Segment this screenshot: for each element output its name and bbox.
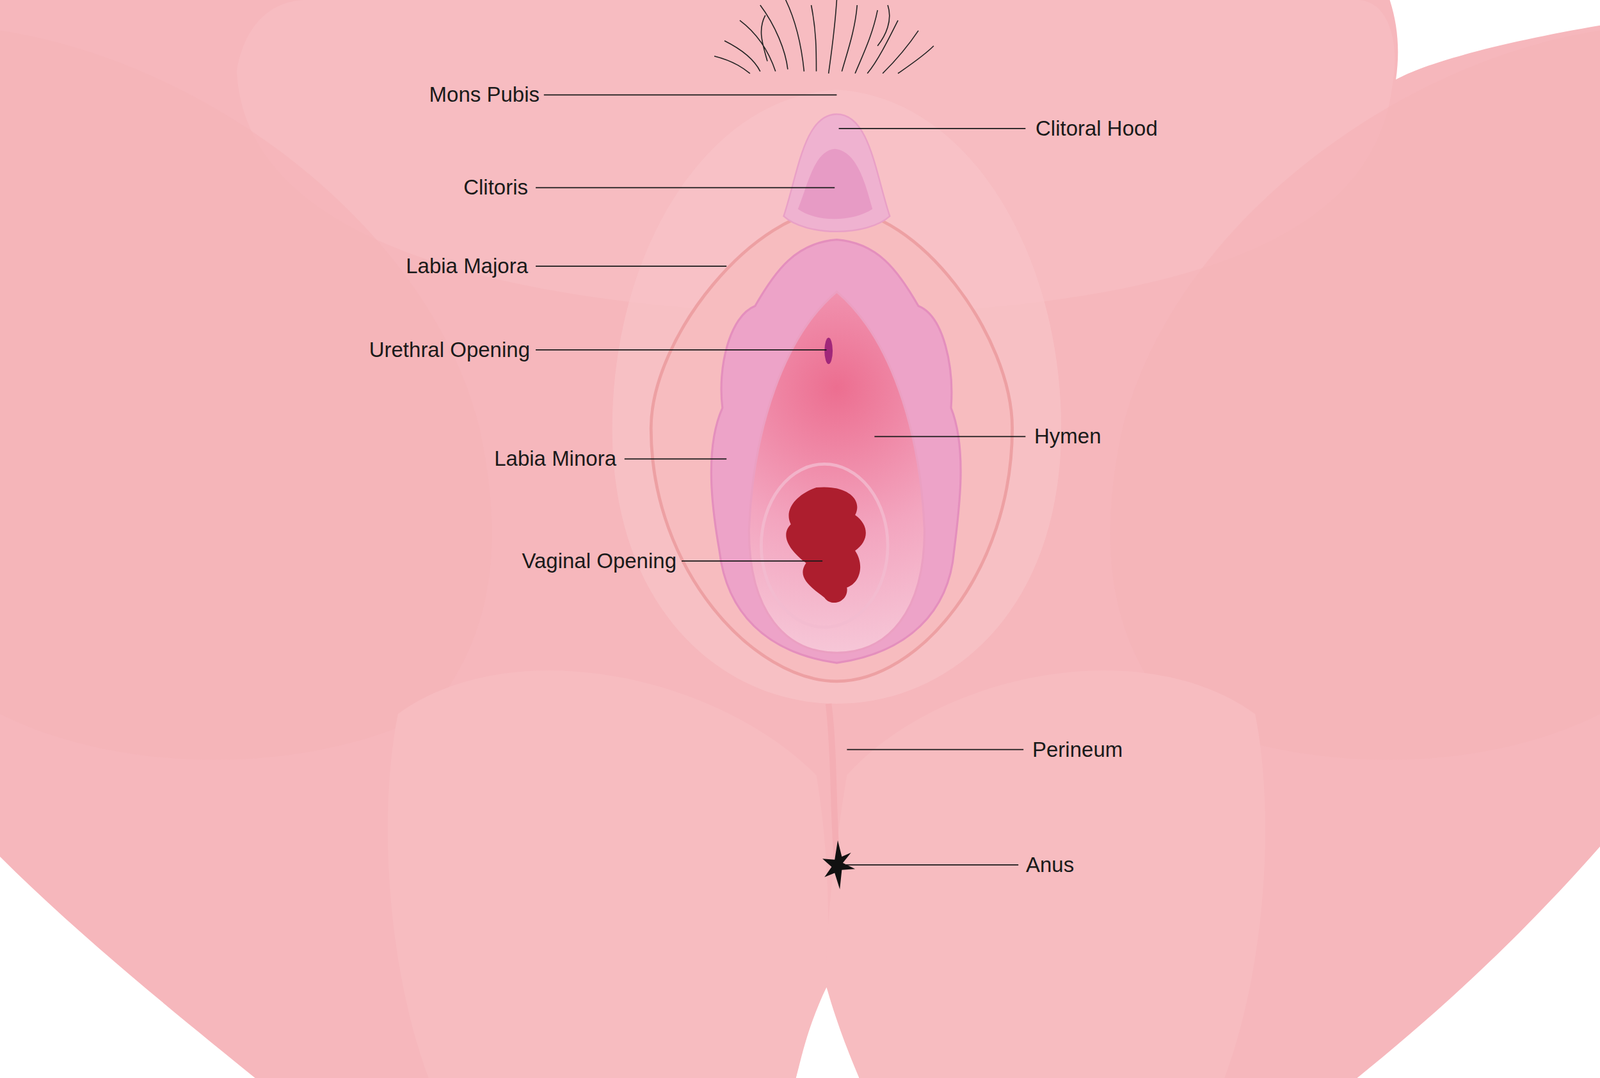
- clitoral-hood: [783, 114, 890, 232]
- left-buttock: [387, 670, 829, 1078]
- part-label: Anus: [1025, 852, 1074, 879]
- part-label: Clitoris: [463, 174, 528, 201]
- part-label: Perineum: [1032, 737, 1123, 763]
- hymen-ring: [760, 464, 888, 628]
- part-label: Mons Pubis: [429, 81, 540, 108]
- part-label: Urethral Opening: [369, 337, 530, 363]
- right-thigh: [1110, 30, 1600, 761]
- part-label: Clitoral Hood: [1035, 115, 1158, 142]
- part-label: Labia Minora: [494, 446, 617, 472]
- vestibule: [748, 291, 925, 653]
- labia-minora: [711, 240, 961, 664]
- left-thigh: [0, 30, 492, 761]
- mons-glow: [612, 89, 1062, 704]
- part-label: Vaginal Opening: [521, 548, 677, 575]
- perineum-crease: [828, 704, 838, 857]
- part-label: Hymen: [1034, 423, 1102, 450]
- clitoris: [798, 149, 873, 220]
- pubic-hair: [714, 0, 934, 74]
- right-buttock: [826, 670, 1266, 1078]
- leader-lines: [535, 94, 1026, 866]
- part-label: Labia Majora: [405, 253, 528, 280]
- urethral-opening: [824, 337, 833, 365]
- vaginal-opening: [785, 487, 866, 603]
- labia-majora: [650, 209, 1012, 682]
